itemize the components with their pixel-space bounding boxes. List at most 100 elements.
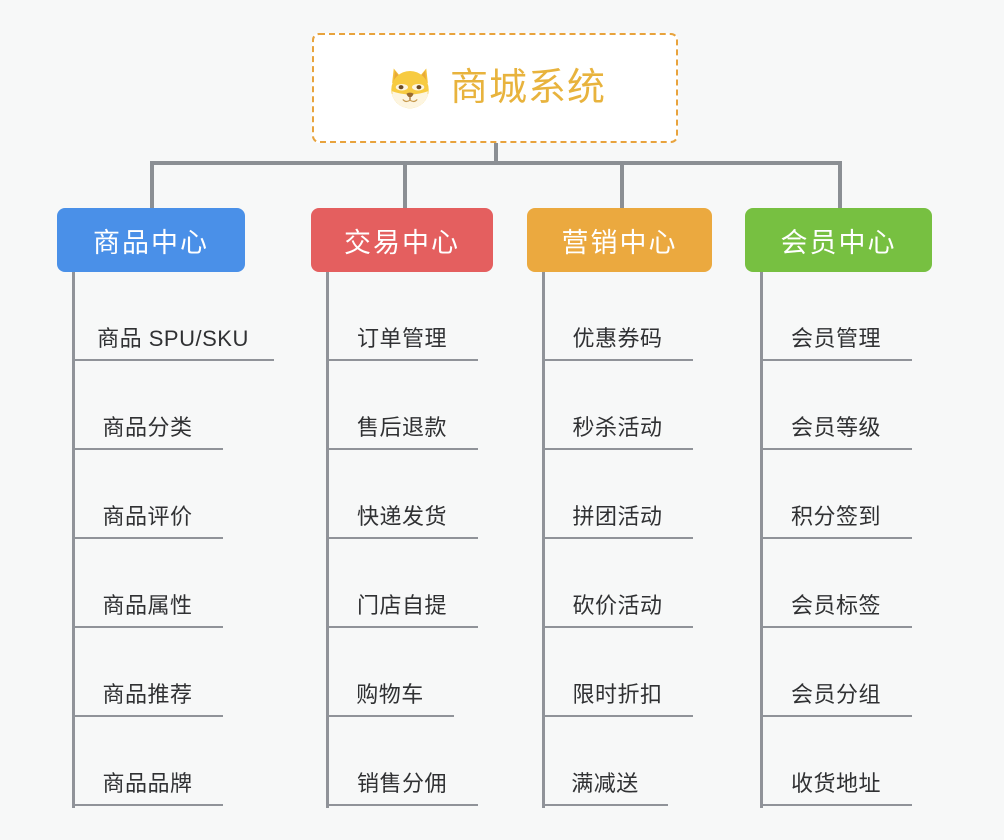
- leaf-underline: [72, 715, 223, 717]
- branch-column-marketing: 营销中心 优惠券码 秒杀活动 拼团活动 砍价活动 限时折扣: [527, 208, 712, 808]
- dog-face-emoji: [391, 68, 429, 109]
- branch-column-product: 商品中心 商品 SPU/SKU 商品分类 商品评价 商品属性 商品推荐: [57, 208, 274, 808]
- leaf-underline: [72, 626, 223, 628]
- list-item[interactable]: 商品评价: [72, 450, 223, 539]
- leaf-label: 会员等级: [790, 415, 881, 440]
- leaf-underline: [326, 804, 478, 806]
- leaf-label: 会员标签: [790, 593, 881, 618]
- category-box-marketing[interactable]: 营销中心: [527, 208, 712, 272]
- leaf-underline: [760, 537, 912, 539]
- leaf-label: 购物车: [356, 682, 424, 707]
- list-item[interactable]: 优惠券码: [542, 272, 693, 361]
- leaf-list-member: 会员管理 会员等级 积分签到 会员标签 会员分组 收货地址: [760, 272, 912, 806]
- leaf-label: 会员分组: [790, 682, 881, 707]
- list-item[interactable]: 会员管理: [760, 272, 912, 361]
- leaf-underline: [72, 537, 223, 539]
- leaf-underline: [326, 537, 478, 539]
- list-item[interactable]: 商品品牌: [72, 717, 223, 806]
- list-item[interactable]: 限时折扣: [542, 628, 693, 717]
- leaf-label: 秒杀活动: [572, 415, 663, 440]
- list-item[interactable]: 拼团活动: [542, 450, 693, 539]
- leaf-label: 快递发货: [356, 504, 447, 529]
- leaf-label: 收货地址: [790, 771, 881, 796]
- branch-trunk-marketing: [542, 272, 545, 808]
- leaf-underline: [72, 448, 223, 450]
- leaf-underline: [326, 448, 478, 450]
- category-label: 商品中心: [93, 227, 209, 258]
- list-item[interactable]: 积分签到: [760, 450, 912, 539]
- leaf-label: 商品分类: [102, 415, 193, 440]
- leaf-label: 商品属性: [102, 593, 193, 618]
- leaf-label: 限时折扣: [572, 682, 663, 707]
- leaf-underline: [72, 359, 274, 361]
- connector-drop-1: [403, 161, 407, 208]
- leaf-label: 满减送: [571, 771, 639, 796]
- leaf-label: 商品品牌: [102, 771, 193, 796]
- root-node-mall-system[interactable]: 商城系统: [312, 33, 678, 143]
- list-item[interactable]: 售后退款: [326, 361, 478, 450]
- leaf-label: 优惠券码: [572, 326, 663, 351]
- branch-trunk-member: [760, 272, 763, 808]
- leaf-underline: [326, 626, 478, 628]
- list-item[interactable]: 砍价活动: [542, 539, 693, 628]
- leaf-label: 门店自提: [356, 593, 447, 618]
- connector-root-stem: [494, 143, 498, 163]
- leaf-underline: [542, 537, 693, 539]
- list-item[interactable]: 收货地址: [760, 717, 912, 806]
- leaf-label: 商品评价: [102, 504, 193, 529]
- connector-drop-0: [150, 161, 154, 208]
- list-item[interactable]: 满减送: [542, 717, 668, 806]
- leaf-underline: [542, 626, 693, 628]
- category-box-product[interactable]: 商品中心: [57, 208, 245, 272]
- list-item[interactable]: 会员标签: [760, 539, 912, 628]
- list-item[interactable]: 销售分佣: [326, 717, 478, 806]
- list-item[interactable]: 秒杀活动: [542, 361, 693, 450]
- leaf-underline: [760, 359, 912, 361]
- branch-trunk-product: [72, 272, 75, 808]
- leaf-underline: [72, 804, 223, 806]
- list-item[interactable]: 商品属性: [72, 539, 223, 628]
- leaf-underline: [542, 715, 693, 717]
- leaf-label: 订单管理: [356, 326, 447, 351]
- leaf-underline: [326, 715, 454, 717]
- leaf-label: 积分签到: [790, 504, 881, 529]
- list-item[interactable]: 商品推荐: [72, 628, 223, 717]
- leaf-underline: [760, 715, 912, 717]
- leaf-list-trade: 订单管理 售后退款 快递发货 门店自提 购物车 销售分佣: [326, 272, 478, 806]
- leaf-label: 售后退款: [356, 415, 447, 440]
- leaf-underline: [542, 804, 668, 806]
- category-label: 会员中心: [780, 227, 897, 258]
- leaf-underline: [542, 359, 693, 361]
- branch-trunk-trade: [326, 272, 329, 808]
- list-item[interactable]: 门店自提: [326, 539, 478, 628]
- list-item[interactable]: 会员等级: [760, 361, 912, 450]
- list-item[interactable]: 商品分类: [72, 361, 223, 450]
- leaf-label: 砍价活动: [572, 593, 663, 618]
- leaf-label: 会员管理: [790, 326, 881, 351]
- category-box-member[interactable]: 会员中心: [745, 208, 932, 272]
- leaf-underline: [760, 804, 912, 806]
- leaf-label: 拼团活动: [572, 504, 663, 529]
- leaf-list-product: 商品 SPU/SKU 商品分类 商品评价 商品属性 商品推荐 商品品牌: [72, 272, 274, 806]
- list-item[interactable]: 快递发货: [326, 450, 478, 539]
- list-item[interactable]: 会员分组: [760, 628, 912, 717]
- category-label: 交易中心: [344, 227, 460, 258]
- leaf-underline: [326, 359, 478, 361]
- list-item[interactable]: 商品 SPU/SKU: [72, 272, 274, 361]
- root-title: 商城系统: [449, 67, 606, 109]
- connector-drop-2: [620, 161, 624, 208]
- leaf-label: 商品推荐: [102, 682, 193, 707]
- list-item[interactable]: 购物车: [326, 628, 454, 717]
- leaf-underline: [760, 626, 912, 628]
- branch-column-trade: 交易中心 订单管理 售后退款 快递发货 门店自提 购物车: [311, 208, 493, 808]
- leaf-label: 销售分佣: [356, 771, 447, 796]
- category-label: 营销中心: [561, 227, 678, 258]
- list-item[interactable]: 订单管理: [326, 272, 478, 361]
- branch-column-member: 会员中心 会员管理 会员等级 积分签到 会员标签 会员分组: [745, 208, 932, 808]
- leaf-underline: [542, 448, 693, 450]
- connector-horizontal-bus: [150, 161, 840, 165]
- category-box-trade[interactable]: 交易中心: [311, 208, 493, 272]
- leaf-underline: [760, 448, 912, 450]
- leaf-list-marketing: 优惠券码 秒杀活动 拼团活动 砍价活动 限时折扣 满减送: [542, 272, 693, 806]
